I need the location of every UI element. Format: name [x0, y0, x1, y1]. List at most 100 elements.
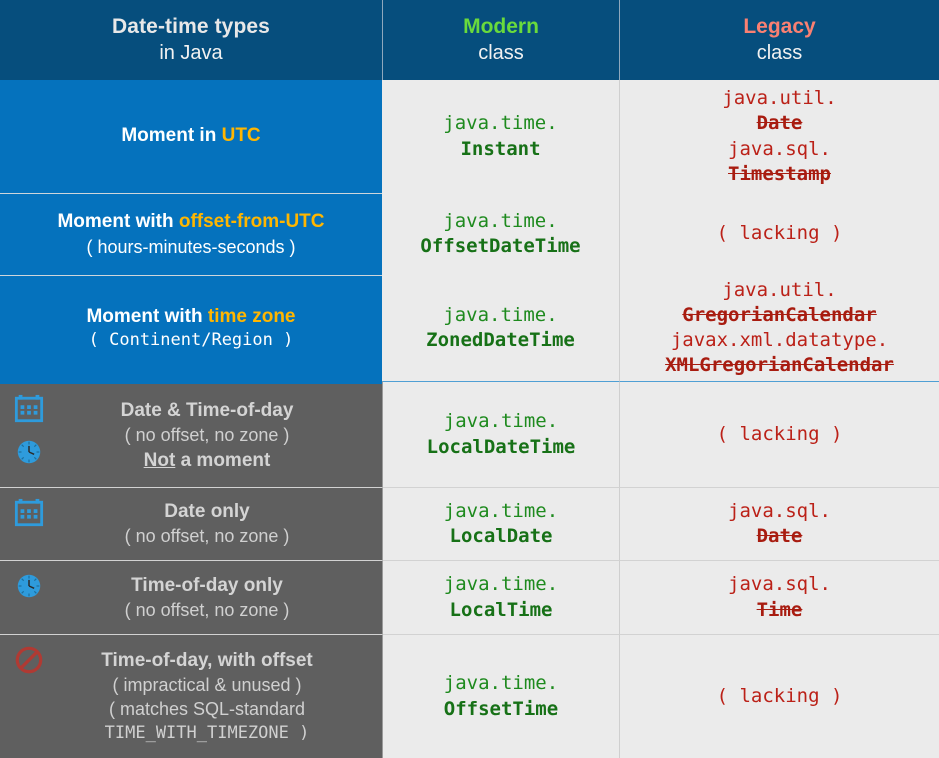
row-title-prefix: Moment with — [57, 211, 179, 232]
row-modern-cell: java.time. LocalDate — [382, 487, 619, 560]
row-text-block: Date only ( no offset, no zone ) — [58, 488, 382, 560]
row-subtitle-3: TIME_WITH_TIMEZONE ) — [104, 722, 310, 743]
modern-class: LocalDateTime — [426, 435, 576, 458]
row-legacy-cell: ( lacking ) — [619, 381, 939, 487]
row-subtitle: ( impractical & unused ) — [112, 675, 302, 696]
legacy-package: java.util. — [722, 87, 837, 110]
row-legacy-cell: ( lacking ) — [619, 634, 939, 758]
table-header-row: Date-time types in Java Modern class Leg… — [0, 0, 939, 80]
row-label-cell: Date & Time-of-day ( no offset, no zone … — [0, 381, 382, 487]
calendar-icon — [14, 498, 44, 533]
table-row: Time-of-day, with offset ( impractical &… — [0, 634, 939, 758]
row-subtitle: ( Continent/Region ) — [88, 330, 294, 351]
row-legacy-cell: java.sql. Time — [619, 560, 939, 634]
table-row: Date & Time-of-day ( no offset, no zone … — [0, 381, 939, 487]
row-legacy-cell: ( lacking ) — [619, 193, 939, 275]
modern-class: LocalDate — [449, 525, 553, 547]
header-cell-modern: Modern class — [382, 0, 619, 80]
legacy-package: java.sql. — [728, 137, 831, 160]
row-title-highlight: time zone — [207, 305, 296, 327]
row-title: Moment with time zone — [86, 305, 295, 330]
row-title-prefix: Moment with — [86, 305, 208, 327]
row-title-highlight: offset-from-UTC — [178, 211, 325, 232]
row-legacy-cell: java.util. GregorianCalendar javax.xml.d… — [619, 275, 939, 381]
legacy-package: java.sql. — [728, 573, 831, 596]
modern-package: java.time. — [443, 209, 558, 232]
legacy-lacking: ( lacking ) — [716, 222, 843, 245]
modern-package: java.time. — [443, 303, 558, 326]
row-title: Moment with offset-from-UTC — [57, 210, 324, 235]
row-modern-cell: java.time. Instant — [382, 80, 619, 193]
header-cell-label: Date-time types in Java — [0, 0, 382, 80]
table-row: Time-of-day only ( no offset, no zone ) … — [0, 560, 939, 634]
row-text-block: Time-of-day, with offset ( impractical &… — [58, 635, 382, 758]
row-modern-cell: java.time. ZonedDateTime — [382, 275, 619, 381]
row-note: Not a moment — [144, 448, 271, 473]
modern-class: Instant — [460, 137, 541, 160]
row-title: Moment in UTC — [121, 124, 260, 149]
modern-package: java.time. — [443, 672, 559, 695]
row-legacy-cell: java.util. Date java.sql. Timestamp — [619, 80, 939, 193]
table-row: Moment in UTC java.time. Instant java.ut… — [0, 80, 939, 193]
row-label-cell: Moment in UTC — [0, 80, 382, 193]
legacy-class: Timestamp — [728, 162, 831, 185]
row-modern-cell: java.time. LocalDateTime — [382, 381, 619, 487]
calendar-icon — [14, 394, 44, 429]
header-modern-word: Modern — [463, 14, 539, 38]
row-icon-column — [0, 635, 58, 758]
modern-class: OffsetTime — [443, 697, 559, 720]
prohibition-icon — [14, 645, 44, 680]
row-modern-cell: java.time. OffsetDateTime — [382, 193, 619, 275]
row-label-cell: Date only ( no offset, no zone ) — [0, 487, 382, 560]
row-title-highlight: UTC — [221, 125, 261, 147]
row-title: Date & Time-of-day — [120, 400, 294, 422]
header-legacy-word: Legacy — [743, 14, 816, 38]
row-text-block: Date & Time-of-day ( no offset, no zone … — [58, 384, 382, 487]
legacy-package: java.util. — [722, 278, 837, 301]
legacy-class: Date — [756, 525, 803, 547]
legacy-class: Date — [756, 112, 803, 135]
row-subtitle-2: ( matches SQL-standard — [108, 699, 306, 720]
legacy-lacking: ( lacking ) — [716, 684, 843, 707]
row-label-cell: Moment with offset-from-UTC ( hours-minu… — [0, 193, 382, 275]
legacy-lacking: ( lacking ) — [716, 422, 843, 445]
row-icon-column — [0, 561, 58, 634]
legacy-package: javax.xml.datatype. — [670, 329, 889, 351]
row-note-emphasis: Not — [143, 449, 176, 471]
modern-package: java.time. — [443, 499, 559, 522]
legacy-class: Time — [756, 598, 803, 621]
clock-icon — [14, 437, 44, 472]
header-title-line2: in Java — [159, 41, 223, 64]
row-title: Date only — [164, 501, 250, 523]
row-icon-column — [0, 384, 58, 487]
modern-package: java.time. — [443, 112, 558, 135]
row-legacy-cell: java.sql. Date — [619, 487, 939, 560]
clock-icon — [14, 571, 44, 606]
legacy-class: XMLGregorianCalendar — [665, 354, 894, 377]
row-title: Time-of-day only — [131, 574, 283, 596]
row-title: Time-of-day, with offset — [101, 649, 313, 671]
header-modern-sub: class — [478, 41, 524, 64]
row-label-cell: Time-of-day, with offset ( impractical &… — [0, 634, 382, 758]
header-title-line1: Date-time types — [112, 14, 270, 38]
modern-package: java.time. — [443, 573, 559, 596]
modern-class: LocalTime — [449, 598, 553, 621]
row-label-cell: Moment with time zone ( Continent/Region… — [0, 275, 382, 381]
modern-class: ZonedDateTime — [426, 329, 575, 351]
row-icon-column — [0, 488, 58, 560]
row-text-block: Time-of-day only ( no offset, no zone ) — [58, 561, 382, 634]
row-label-cell: Time-of-day only ( no offset, no zone ) — [0, 560, 382, 634]
table-row: Moment with time zone ( Continent/Region… — [0, 275, 939, 381]
table-row: Date only ( no offset, no zone ) java.ti… — [0, 487, 939, 560]
row-subtitle: ( hours-minutes-seconds ) — [86, 236, 296, 257]
modern-package: java.time. — [443, 410, 559, 433]
row-title-prefix: Moment in — [121, 125, 222, 147]
header-legacy-sub: class — [756, 41, 803, 64]
legacy-class: GregorianCalendar — [682, 303, 877, 326]
row-subtitle: ( no offset, no zone ) — [124, 599, 290, 620]
row-subtitle: ( no offset, no zone ) — [124, 526, 290, 547]
row-note-rest: a moment — [175, 449, 271, 471]
row-subtitle: ( no offset, no zone ) — [124, 425, 290, 446]
modern-class: OffsetDateTime — [420, 235, 581, 257]
